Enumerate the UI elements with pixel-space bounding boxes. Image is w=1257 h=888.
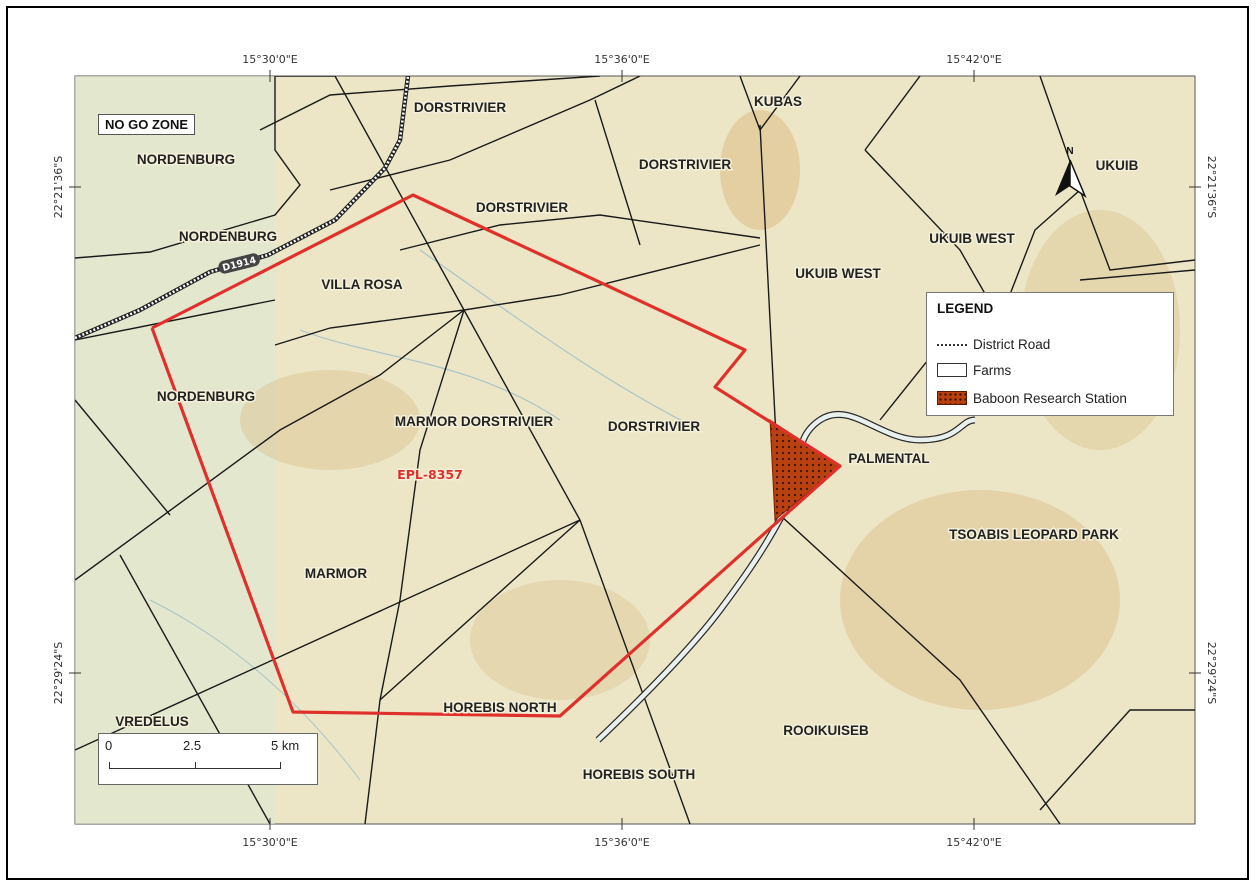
epl-label: EPL-8357 [397,467,463,482]
farm-label: NORDENBURG [137,152,235,167]
farm-label: TSOABIS LEOPARD PARK [949,527,1119,542]
farm-label: DORSTRIVIER [639,157,732,172]
legend-item-baboon-station: Baboon Research Station [937,389,1127,407]
farm-label: DORSTRIVIER [476,200,569,215]
legend-title: LEGEND [937,301,994,316]
farm-label: MARMOR [305,566,367,581]
farm-label: MARMOR DORSTRIVIER [395,414,554,429]
baboon-station-symbol [937,391,967,405]
legend: LEGEND District Road Farms Baboon Resear… [926,292,1174,416]
coord-left-2: 22°29'24"S [52,642,65,705]
coord-top-2: 15°36'0"E [594,53,650,66]
svg-text:N: N [1066,146,1073,157]
coord-bottom-1: 15°30'0"E [242,836,298,849]
farm-label: NORDENBURG [157,389,255,404]
scale-label-5km: 5 km [271,738,300,753]
topo-texture [75,76,1180,824]
farm-label: ROOIKUISEB [783,723,869,738]
scale-bar: 0 2.5 5 km [98,733,318,785]
coord-right-2: 22°29'24"S [1205,642,1218,705]
farm-label: UKUIB WEST [929,231,1015,246]
graticule-ticks [69,70,1201,830]
legend-item-farms: Farms [937,361,1011,379]
farm-label: UKUIB [1096,158,1139,173]
farm-boundaries [75,76,1195,824]
coord-left-1: 22°21'36"S [52,156,65,219]
farm-label: UKUIB WEST [795,266,881,281]
farm-label: HOREBIS SOUTH [583,767,696,782]
farm-label: NORDENBURG [179,229,277,244]
coord-top-3: 15°42'0"E [946,53,1002,66]
legend-item-district-road: District Road [937,335,1050,353]
coord-bottom-2: 15°36'0"E [594,836,650,849]
epl-boundary [150,193,842,718]
north-arrow-icon: N [1055,146,1087,198]
farm-symbol [937,363,967,377]
farm-label: KUBAS [754,94,802,109]
coord-top-1: 15°30'0"E [242,53,298,66]
farm-label: HOREBIS NORTH [443,700,556,715]
scale-label-0: 0 [105,738,113,753]
coord-right-1: 22°21'36"S [1205,156,1218,219]
farm-label: DORSTRIVIER [414,100,507,115]
farm-label: VILLA ROSA [321,277,403,292]
district-road [75,76,411,341]
no-go-zone-label: NO GO ZONE [98,114,196,135]
farm-label: PALMENTAL [848,451,929,466]
coord-bottom-3: 15°42'0"E [946,836,1002,849]
farm-label: VREDELUS [115,714,189,729]
farm-label: DORSTRIVIER [608,419,701,434]
district-road-symbol [937,344,967,346]
scale-label-2-5: 2.5 [183,738,202,753]
